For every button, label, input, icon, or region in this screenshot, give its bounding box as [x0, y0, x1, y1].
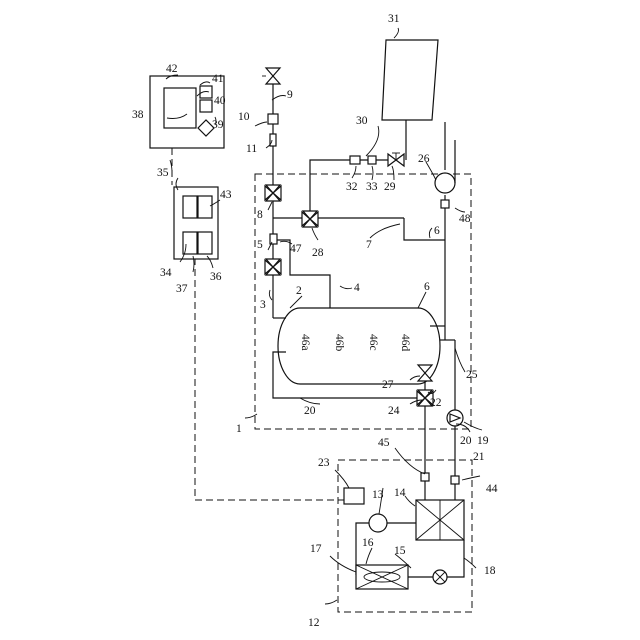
unit-1-enclosure: [255, 174, 471, 429]
label-15: 15: [394, 545, 406, 557]
label-32: 32: [346, 181, 358, 193]
module-43: [183, 196, 197, 218]
label-12: 12: [308, 617, 320, 629]
label-5: 5: [257, 239, 263, 251]
fitting-32: [350, 156, 360, 164]
fitting-44: [451, 476, 459, 484]
label-43: 43: [220, 189, 232, 201]
label-34: 34: [160, 267, 172, 279]
label-35: 35: [157, 167, 169, 179]
probe-46a-label: 46a: [299, 334, 311, 351]
valve-5: [265, 259, 281, 275]
tank-31: [382, 40, 438, 120]
fitting-10: [268, 114, 278, 124]
label-47: 47: [290, 243, 302, 255]
label-20-lower: 20: [460, 435, 472, 447]
label-7: 7: [366, 239, 372, 251]
valve-29: [388, 153, 404, 166]
label-8: 8: [257, 209, 263, 221]
label-14: 14: [394, 487, 406, 499]
label-45: 45: [378, 437, 390, 449]
label-10: 10: [238, 111, 250, 123]
fitting-33: [368, 156, 376, 164]
fitting-48: [441, 200, 449, 208]
label-24: 24: [388, 405, 400, 417]
label-30: 30: [356, 115, 368, 127]
valve-top-9: [262, 68, 280, 84]
module-40: [200, 100, 212, 112]
label-1: 1: [236, 423, 242, 435]
fitting-47: [270, 234, 277, 244]
label-42: 42: [166, 63, 178, 75]
valve-28: [302, 211, 318, 227]
label-4: 4: [354, 282, 360, 294]
label-3: 3: [260, 299, 266, 311]
label-44: 44: [486, 483, 498, 495]
label-39: 39: [212, 119, 224, 131]
label-21: 21: [473, 451, 485, 463]
label-6-upper: 6: [434, 225, 440, 237]
label-18: 18: [484, 565, 496, 577]
label-41: 41: [212, 73, 224, 85]
label-19: 19: [477, 435, 489, 447]
label-28: 28: [312, 247, 324, 259]
label-29: 29: [384, 181, 396, 193]
module-43b: [198, 196, 212, 218]
label-22: 22: [430, 397, 442, 409]
pipe-15-to-14: [447, 540, 464, 577]
label-26: 26: [418, 153, 430, 165]
label-23: 23: [318, 457, 330, 469]
label-36: 36: [210, 271, 222, 283]
label-31: 31: [388, 13, 400, 25]
label-48: 48: [459, 213, 471, 225]
controller-23: [344, 488, 364, 504]
label-16: 16: [362, 537, 374, 549]
label-38: 38: [132, 109, 144, 121]
probe-46b-label: 46b: [333, 334, 345, 352]
label-13: 13: [372, 489, 384, 501]
label-17: 17: [310, 543, 322, 555]
label-40: 40: [214, 95, 226, 107]
pump-26: [435, 173, 455, 193]
label-33: 33: [366, 181, 378, 193]
label-2: 2: [296, 285, 302, 297]
compressor-13: [369, 514, 387, 532]
label-11: 11: [246, 143, 257, 155]
fitting-45: [421, 473, 429, 481]
valve-8: [265, 185, 281, 201]
label-20-upper: 20: [304, 405, 316, 417]
label-25: 25: [466, 369, 478, 381]
label-27: 27: [382, 379, 394, 391]
label-9: 9: [287, 89, 293, 101]
label-37: 37: [176, 283, 188, 295]
probe-46d-label: 46d: [399, 334, 411, 352]
module-36: [198, 232, 212, 254]
probe-46c-label: 46c: [367, 334, 379, 351]
label-6-right: 6: [424, 281, 430, 293]
module-42: [164, 88, 196, 128]
